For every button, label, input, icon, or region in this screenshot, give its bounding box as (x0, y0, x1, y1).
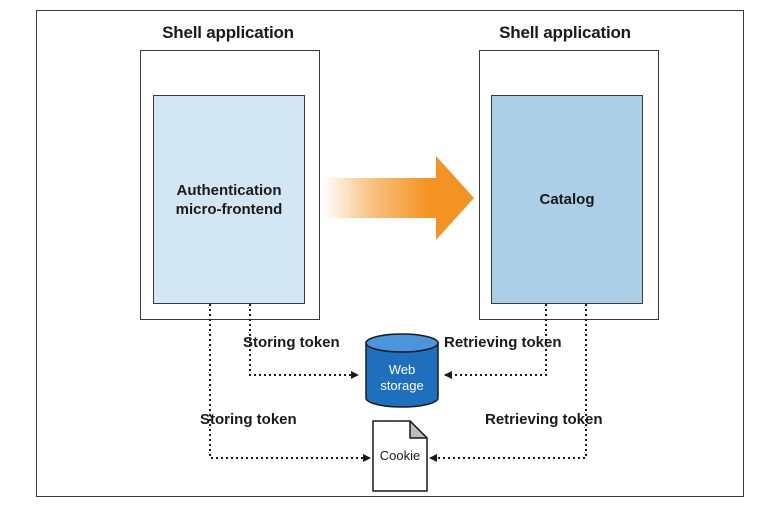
label-retrieving-token-cookie: Retrieving token (485, 411, 603, 428)
web-storage-line-1: Web (388, 362, 416, 377)
cookie-document-icon (372, 420, 428, 492)
web-storage-label: Web storage (366, 362, 438, 394)
auth-panel-line-2: micro-frontend (175, 200, 283, 218)
label-retrieving-token-web: Retrieving token (444, 334, 562, 351)
label-storing-token-web: Storing token (243, 334, 340, 351)
diagram-frame (36, 10, 744, 497)
connector-retrieve-web (444, 304, 547, 379)
web-storage-line-2: storage (380, 378, 424, 393)
left-shell-title: Shell application (162, 23, 294, 42)
catalog-panel: Catalog (491, 95, 643, 304)
authentication-micro-frontend: Authentication micro-frontend (153, 95, 305, 304)
connector-retrieve-cookie (429, 304, 587, 462)
label-storing-token-cookie: Storing token (200, 411, 297, 428)
right-shell-title: Shell application (499, 23, 631, 42)
connector-store-cookie (209, 304, 371, 462)
cookie-label: Cookie (379, 448, 421, 463)
web-storage-cylinder-icon (365, 333, 439, 408)
connector-store-web (249, 304, 359, 379)
transition-arrow (322, 156, 474, 240)
auth-panel-line-1: Authentication (176, 181, 282, 199)
